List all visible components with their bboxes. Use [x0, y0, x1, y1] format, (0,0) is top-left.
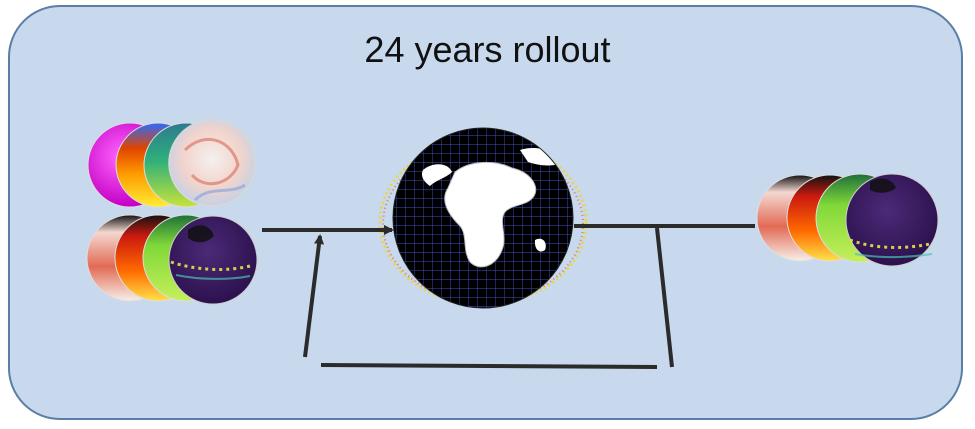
feedback-bottom-line	[320, 363, 658, 369]
input-ocean-stack	[86, 214, 258, 305]
flow-connectors	[262, 224, 755, 369]
feedback-return-arrow	[303, 234, 324, 358]
output-ocean-stack	[756, 173, 939, 267]
feedback-right-line	[655, 227, 674, 368]
diagram-title: 24 years rollout	[364, 29, 611, 70]
input-atmosphere-stack	[87, 119, 256, 208]
model-globe	[378, 127, 588, 309]
